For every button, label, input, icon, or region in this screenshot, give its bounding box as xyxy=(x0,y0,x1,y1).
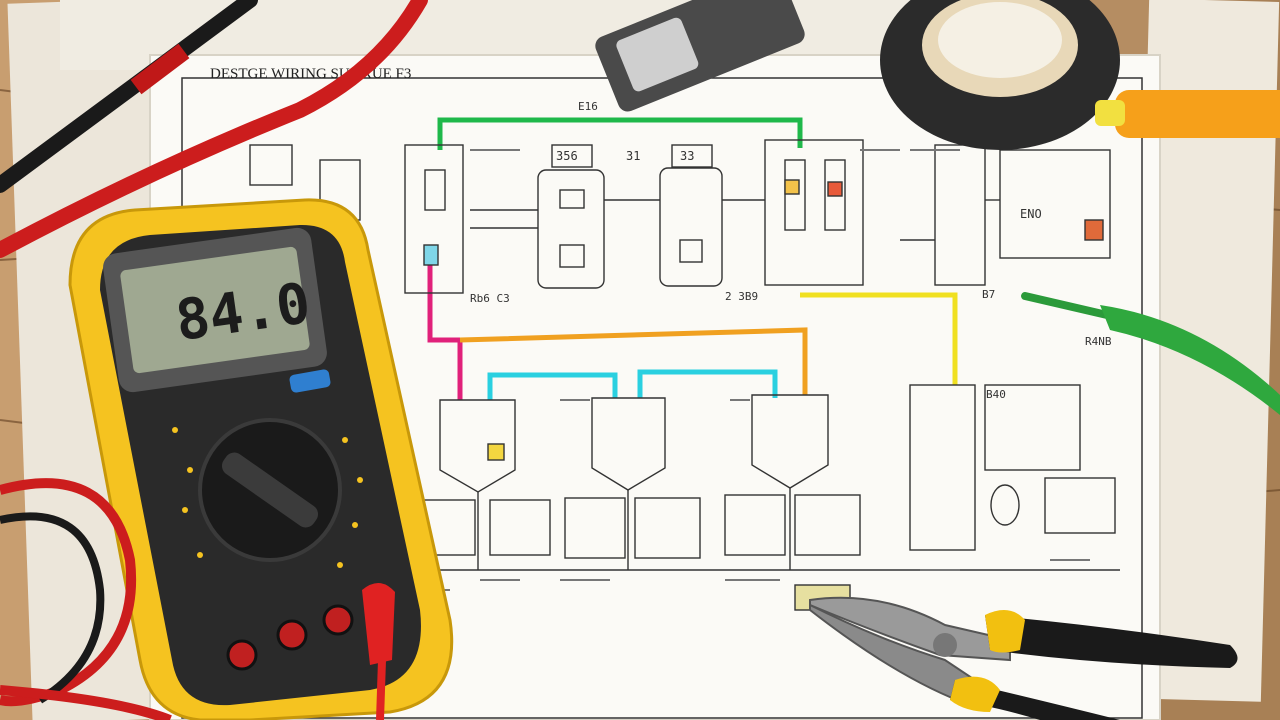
rotary-dial-knob xyxy=(221,452,319,528)
schematic-label: 31 xyxy=(626,149,640,163)
orange-marker xyxy=(1095,90,1280,138)
cyan-wire-right xyxy=(637,369,778,398)
magenta-wire xyxy=(427,255,463,400)
schematic-label: B7 xyxy=(982,288,995,301)
schematic-label: Rb6 C3 xyxy=(470,292,510,305)
schematic-top-note: E16 xyxy=(578,100,598,113)
cable-connector xyxy=(595,0,805,112)
pliers xyxy=(809,596,1238,720)
schematic-fine-print xyxy=(420,149,1090,591)
schematic-header: DESTGE WIRING SUS RUE F3 xyxy=(210,66,411,82)
coiled-test-leads xyxy=(0,478,172,720)
green-screwdriver xyxy=(1021,292,1280,415)
dial-markings xyxy=(172,427,363,568)
electrical-tape-roll xyxy=(880,0,1120,150)
probe-jacks xyxy=(226,604,354,671)
red-probe-lead xyxy=(0,0,428,258)
orange-wire xyxy=(459,327,808,395)
schematic-label: B40 xyxy=(986,388,1006,401)
schematic-label: ENO xyxy=(1020,207,1042,221)
red-probe-plug xyxy=(362,582,395,665)
green-wire xyxy=(437,117,803,150)
yellow-wire xyxy=(800,292,958,385)
multimeter-blue-button xyxy=(289,369,331,393)
component-row-top xyxy=(249,139,1111,294)
schematic-label: 356 xyxy=(556,149,578,163)
cyan-wire-left xyxy=(487,372,618,400)
schematic-label: 33 xyxy=(680,149,694,163)
schematic-label: R4NB xyxy=(1085,335,1112,348)
schematic-label: 2 3B9 xyxy=(725,290,758,303)
multimeter: 84.0 xyxy=(68,198,454,720)
multimeter-screen xyxy=(120,246,310,374)
